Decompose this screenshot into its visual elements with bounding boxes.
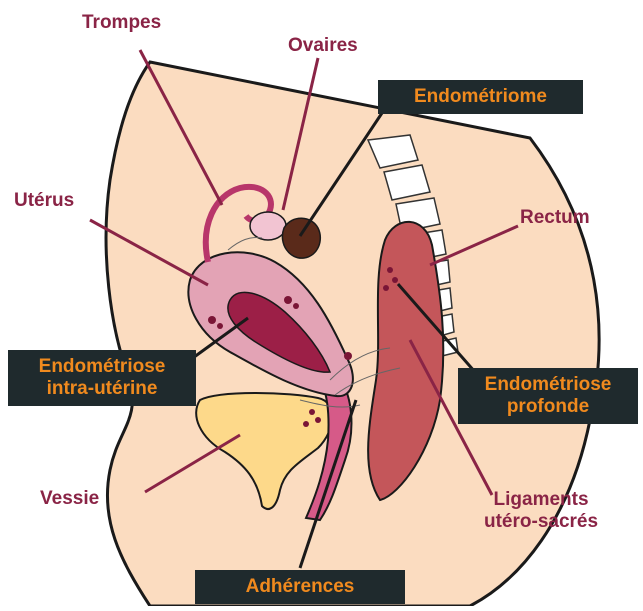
label-rectum: Rectum (520, 207, 590, 229)
box-intra-line2: intra-utérine (18, 378, 186, 400)
label-ligaments: Ligaments utéro-sacrés (484, 489, 598, 533)
label-vessie: Vessie (40, 488, 99, 510)
label-uterus: Utérus (14, 190, 74, 212)
box-endometriose-intra-uterine: Endométriose intra-utérine (8, 350, 196, 406)
box-adherences: Adhérences (195, 570, 405, 604)
label-ligaments-line1: Ligaments (484, 489, 598, 511)
box-adherences-text: Adhérences (205, 576, 395, 598)
endometrioma (282, 218, 320, 258)
label-ligaments-line2: utéro-sacrés (484, 511, 598, 533)
ovary (250, 212, 286, 240)
box-profonde-line1: Endométriose (468, 374, 628, 396)
box-endometriose-profonde: Endométriose profonde (458, 368, 638, 424)
box-profonde-line2: profonde (468, 396, 628, 418)
box-endometriome: Endométriome (378, 80, 583, 114)
label-trompes: Trompes (82, 12, 161, 34)
box-intra-line1: Endométriose (18, 356, 186, 378)
label-ovaires: Ovaires (288, 35, 358, 57)
box-endometriome-text: Endométriome (388, 86, 573, 108)
